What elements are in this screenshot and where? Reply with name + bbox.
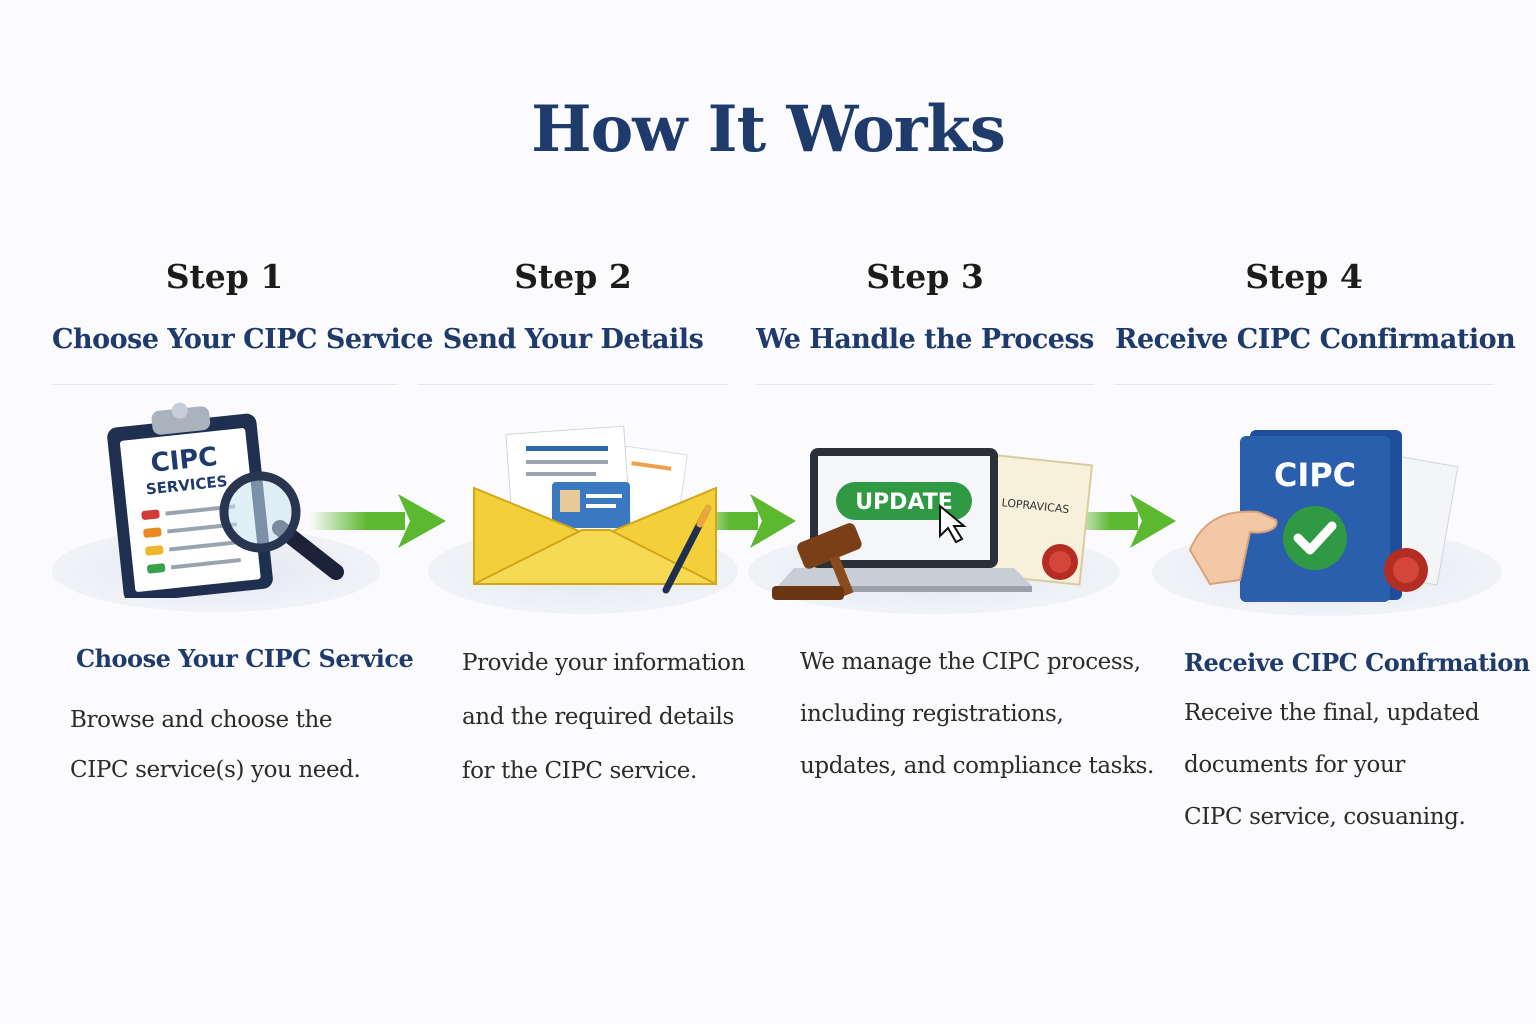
page-title: How It Works — [531, 92, 1006, 167]
step-1-description: Choose Your CIPC Service Browse and choo… — [70, 644, 414, 795]
step-subtitle: Receive CIPC Confirmation — [1115, 324, 1516, 355]
step-subtitle: We Handle the Process — [756, 324, 1094, 355]
step-3-description: We manage the CIPC process, including re… — [800, 636, 1154, 792]
step-2-description: Provide your information and the require… — [462, 636, 745, 798]
divider — [756, 384, 1094, 385]
arrow-right-icon — [310, 494, 446, 548]
divider — [418, 384, 728, 385]
folder-title: CIPC — [1274, 456, 1356, 494]
description-line: documents for your — [1184, 752, 1405, 778]
envelope-documents-icon — [473, 425, 717, 594]
divider — [52, 384, 397, 385]
description-line: including registrations, — [800, 701, 1064, 727]
clipboard-magnifier-icon: CIPC SERVICES — [107, 402, 344, 598]
step-label: Step 4 — [1245, 257, 1363, 296]
step-heading: Choose Your CIPC Service — [76, 644, 414, 673]
step-subtitle: Choose Your CIPC Service — [52, 324, 433, 355]
description-line: We manage the CIPC process, — [800, 649, 1141, 675]
description-line: CIPC service(s) you need. — [70, 757, 361, 783]
laptop-gavel-icon: LOPRAVICAS UPDATE — [772, 448, 1094, 600]
board-title: CIPC — [149, 442, 219, 479]
description-line: Provide your information — [462, 650, 745, 676]
description-line: and the required details — [462, 704, 734, 730]
description-line: for the CIPC service. — [462, 758, 697, 784]
step-2-header: Step 2 Send Your Details — [418, 250, 728, 385]
step-4-description: Receive CIPC Confrmation Receive the fin… — [1184, 648, 1530, 843]
step-heading: Receive CIPC Confrmation — [1184, 648, 1530, 677]
step-4-header: Step 4 Receive CIPC Confirmation — [1115, 250, 1516, 385]
step-label: Step 2 — [514, 257, 632, 296]
step-label: Step 1 — [165, 257, 284, 296]
description-line: Receive the final, updated — [1184, 700, 1480, 726]
description-line: Browse and choose the — [70, 707, 333, 733]
step-label: Step 3 — [866, 257, 984, 296]
divider — [1115, 384, 1493, 385]
update-button: UPDATE — [855, 490, 953, 515]
description-line: updates, and compliance tasks. — [800, 753, 1154, 779]
folder-checkmark-icon: CIPC — [1188, 430, 1459, 602]
step-subtitle: Send Your Details — [442, 324, 704, 355]
step-3-header: Step 3 We Handle the Process — [756, 250, 1094, 385]
step-1-header: Step 1 Choose Your CIPC Service — [52, 250, 433, 385]
description-line: CIPC service, cosuaning. — [1184, 804, 1466, 830]
